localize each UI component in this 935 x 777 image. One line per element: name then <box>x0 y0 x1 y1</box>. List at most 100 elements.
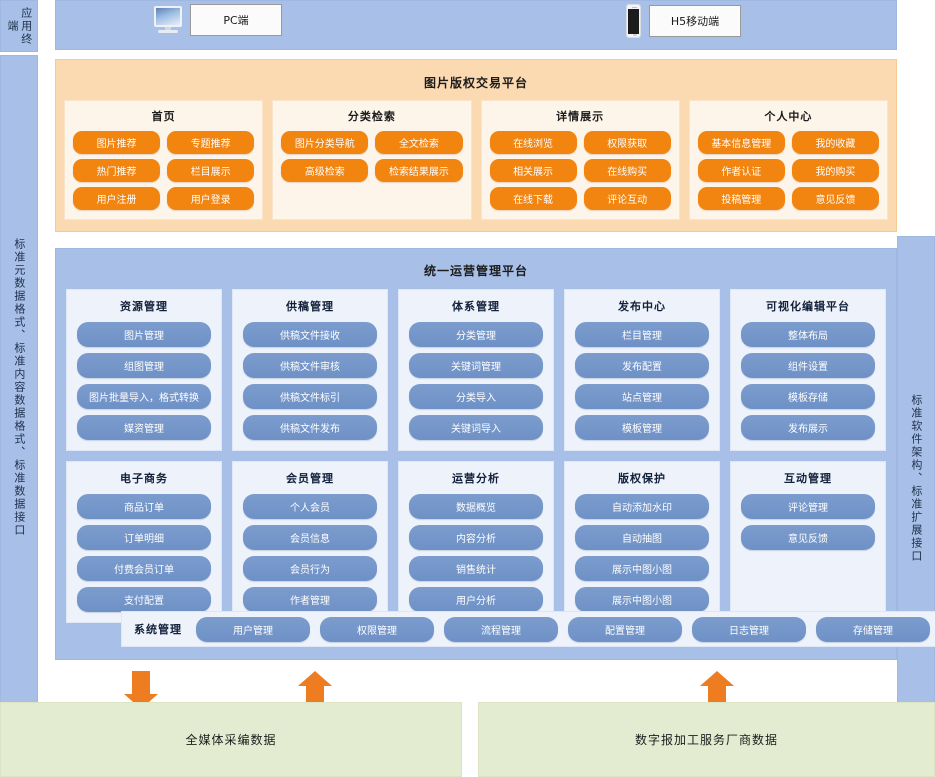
feature-pill[interactable]: 相关展示 <box>489 159 577 182</box>
feature-pill[interactable]: 发布配置 <box>575 353 709 378</box>
system-pill[interactable]: 存储管理 <box>816 616 930 642</box>
rail-standard-data: 标准元数据格式、标准内容数据格式、标准数据接口 <box>0 55 38 720</box>
orange-platform-title: 图片版权交易平台 <box>423 76 528 90</box>
feature-pill[interactable]: 供稿文件发布 <box>243 415 377 440</box>
feature-pill[interactable]: 评论互动 <box>583 187 671 210</box>
feature-pill[interactable]: 付费会员订单 <box>77 556 211 581</box>
rail-left-label: 标准元数据格式、标准内容数据格式、标准数据接口 <box>12 238 26 537</box>
feature-pill[interactable]: 图片批量导入，格式转换 <box>77 384 211 409</box>
group-title: 体系管理 <box>452 300 500 313</box>
system-pill[interactable]: 日志管理 <box>692 616 806 642</box>
feature-pill[interactable]: 栏目展示 <box>167 159 255 182</box>
group-title: 可视化编辑平台 <box>766 300 850 313</box>
data-source-digital-newspaper: 数字报加工服务厂商数据 <box>478 702 935 777</box>
feature-pill[interactable]: 图片管理 <box>77 322 211 347</box>
terminal-pc[interactable]: PC端 <box>154 4 282 36</box>
group-title: 供稿管理 <box>286 300 334 313</box>
feature-pill[interactable]: 供稿文件审核 <box>243 353 377 378</box>
feature-pill[interactable]: 投稿管理 <box>697 187 785 210</box>
blue-group-taxonomy-management: 体系管理 分类管理 关键词管理 分类导入 关键词导入 <box>398 289 554 451</box>
feature-pill[interactable]: 组图管理 <box>77 353 211 378</box>
group-items: 图片推荐 专题推荐 热门推荐 栏目展示 用户注册 用户登录 <box>73 131 255 210</box>
monitor-icon <box>154 6 182 34</box>
group-title: 运营分析 <box>452 472 500 485</box>
feature-pill[interactable]: 热门推荐 <box>73 159 161 182</box>
feature-pill[interactable]: 图片推荐 <box>73 131 161 154</box>
feature-pill[interactable]: 专题推荐 <box>167 131 255 154</box>
blue-group-operation-analytics: 运营分析 数据概览 内容分析 销售统计 用户分析 <box>398 461 554 623</box>
feature-pill[interactable]: 发布展示 <box>741 415 875 440</box>
group-title: 版权保护 <box>618 472 666 485</box>
feature-pill[interactable]: 自动添加水印 <box>575 494 709 519</box>
feature-pill[interactable]: 评论管理 <box>741 494 875 519</box>
feature-pill[interactable]: 用户注册 <box>73 187 161 210</box>
feature-pill[interactable]: 高级检索 <box>281 159 369 182</box>
feature-pill[interactable]: 在线购买 <box>583 159 671 182</box>
feature-pill[interactable]: 模板存储 <box>741 384 875 409</box>
feature-pill[interactable]: 分类管理 <box>409 322 543 347</box>
system-pill[interactable]: 权限管理 <box>320 616 434 642</box>
feature-pill[interactable]: 媒资管理 <box>77 415 211 440</box>
feature-pill[interactable]: 意见反馈 <box>741 525 875 550</box>
unified-operation-management-platform: 统一运营管理平台 资源管理 图片管理 组图管理 图片批量导入，格式转换 媒资管理… <box>55 248 935 660</box>
feature-pill[interactable]: 关键词导入 <box>409 415 543 440</box>
feature-pill[interactable]: 站点管理 <box>575 384 709 409</box>
group-title: 首页 <box>151 110 176 123</box>
feature-pill[interactable]: 全文检索 <box>375 131 463 154</box>
feature-pill[interactable]: 数据概览 <box>409 494 543 519</box>
feature-pill[interactable]: 展示中图小图 <box>575 556 709 581</box>
group-title: 电子商务 <box>120 472 168 485</box>
feature-pill[interactable]: 内容分析 <box>409 525 543 550</box>
orange-group-homepage: 首页 图片推荐 专题推荐 热门推荐 栏目展示 用户注册 用户登录 <box>64 100 264 220</box>
system-pill[interactable]: 用户管理 <box>196 616 310 642</box>
feature-pill[interactable]: 商品订单 <box>77 494 211 519</box>
group-items: 基本信息管理 我的收藏 作者认证 我的购买 投稿管理 意见反馈 <box>697 131 879 210</box>
feature-pill[interactable]: 会员信息 <box>243 525 377 550</box>
feature-pill[interactable]: 会员行为 <box>243 556 377 581</box>
feature-pill[interactable]: 模板管理 <box>575 415 709 440</box>
feature-pill[interactable]: 组件设置 <box>741 353 875 378</box>
feature-pill[interactable]: 分类导入 <box>409 384 543 409</box>
feature-pill[interactable]: 栏目管理 <box>575 322 709 347</box>
feature-pill[interactable]: 我的收藏 <box>791 131 879 154</box>
rail-standard-software: 标准软件架构、标准扩展接口 <box>897 236 935 720</box>
rail-terminal-label: 应用终端 <box>6 6 33 46</box>
feature-pill[interactable]: 检索结果展示 <box>375 159 463 182</box>
terminal-h5-label: H5移动端 <box>649 5 741 37</box>
feature-pill[interactable]: 在线下载 <box>489 187 577 210</box>
feature-pill[interactable]: 作者认证 <box>697 159 785 182</box>
data-source-all-media: 全媒体采编数据 <box>0 702 462 777</box>
feature-pill[interactable]: 自动抽图 <box>575 525 709 550</box>
feature-pill[interactable]: 展示中图小图 <box>575 587 709 612</box>
feature-pill[interactable]: 图片分类导航 <box>281 131 369 154</box>
feature-pill[interactable]: 供稿文件标引 <box>243 384 377 409</box>
system-pill[interactable]: 配置管理 <box>568 616 682 642</box>
feature-pill[interactable]: 关键词管理 <box>409 353 543 378</box>
terminal-pc-label: PC端 <box>190 4 282 36</box>
group-title: 会员管理 <box>286 472 334 485</box>
feature-pill[interactable]: 权限获取 <box>583 131 671 154</box>
feature-pill[interactable]: 销售统计 <box>409 556 543 581</box>
feature-pill[interactable]: 整体布局 <box>741 322 875 347</box>
feature-pill[interactable]: 作者管理 <box>243 587 377 612</box>
orange-group-row: 首页 图片推荐 专题推荐 热门推荐 栏目展示 用户注册 用户登录 分类检索 图片… <box>56 91 896 220</box>
feature-pill[interactable]: 个人会员 <box>243 494 377 519</box>
blue-group-visual-editing-platform: 可视化编辑平台 整体布局 组件设置 模板存储 发布展示 <box>730 289 886 451</box>
feature-pill[interactable]: 意见反馈 <box>791 187 879 210</box>
blue-group-submission-management: 供稿管理 供稿文件接收 供稿文件审核 供稿文件标引 供稿文件发布 <box>232 289 388 451</box>
feature-pill[interactable]: 供稿文件接收 <box>243 322 377 347</box>
group-title: 发布中心 <box>618 300 666 313</box>
feature-pill[interactable]: 基本信息管理 <box>697 131 785 154</box>
feature-pill[interactable]: 在线浏览 <box>489 131 577 154</box>
terminal-h5[interactable]: H5移动端 <box>626 4 741 38</box>
orange-group-detail-display: 详情展示 在线浏览 权限获取 相关展示 在线购买 在线下载 评论互动 <box>480 100 680 220</box>
feature-pill[interactable]: 我的购买 <box>791 159 879 182</box>
feature-pill[interactable]: 订单明细 <box>77 525 211 550</box>
blue-row-1: 资源管理 图片管理 组图管理 图片批量导入，格式转换 媒资管理 供稿管理 供稿文… <box>56 289 896 451</box>
feature-pill[interactable]: 支付配置 <box>77 587 211 612</box>
feature-pill[interactable]: 用户登录 <box>167 187 255 210</box>
phone-icon <box>626 4 641 38</box>
system-pill[interactable]: 流程管理 <box>444 616 558 642</box>
feature-pill[interactable]: 用户分析 <box>409 587 543 612</box>
